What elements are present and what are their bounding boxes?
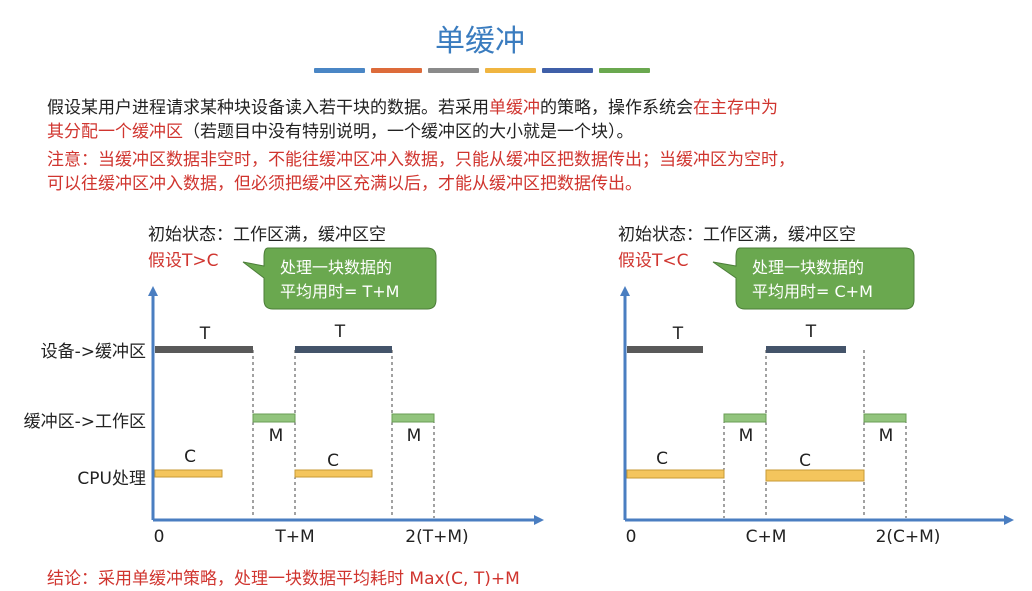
- left-bar-buffer-1: [252, 413, 296, 423]
- right-label-c2: C: [799, 451, 811, 471]
- stripe-2: [371, 68, 422, 73]
- right-tick-1: C+M: [746, 527, 787, 547]
- right-label-m2: M: [879, 426, 894, 446]
- intro-text-2: 的策略，操作系统会: [540, 98, 693, 118]
- intro-highlight-main-memory: 在主存中为: [693, 98, 778, 118]
- intro-highlight-single-buffer: 单缓冲: [489, 98, 540, 118]
- right-label-m1: M: [739, 426, 754, 446]
- left-callout-line-2: 平均用时= T+M: [280, 282, 399, 301]
- right-callout-line-2: 平均用时= C+M: [752, 282, 873, 301]
- row-label-cpu: CPU处理: [77, 469, 146, 489]
- right-initial-state: 初始状态：工作区满，缓冲区空: [618, 225, 856, 245]
- right-diagram: 初始状态：工作区满，缓冲区空 假设T<C 处理一块数据的 平均用时= C+M T…: [618, 225, 1014, 547]
- right-label-c1: C: [656, 449, 668, 469]
- intro-text-3: （若题目中没有特别说明，一个缓冲区的大小就是一个块）。: [183, 122, 634, 142]
- left-bar-device-2: [295, 346, 392, 353]
- right-bar-device-1: [627, 346, 703, 353]
- left-bar-cpu-1: [154, 469, 223, 478]
- right-assumption: 假设T<C: [618, 251, 689, 271]
- right-bar-buffer-2: [863, 413, 907, 423]
- note-line-1: 注意：当缓冲区数据非空时，不能往缓冲区冲入数据，只能从缓冲区把数据传出；当缓冲区…: [47, 150, 795, 170]
- left-diagram: 初始状态：工作区满，缓冲区空 假设T>C 处理一块数据的 平均用时= T+M T…: [148, 225, 544, 547]
- note-paragraph: 注意：当缓冲区数据非空时，不能往缓冲区冲入数据，只能从缓冲区把数据传出；当缓冲区…: [47, 148, 1007, 196]
- left-tick-1: T+M: [274, 527, 314, 547]
- conclusion: 结论：采用单缓冲策略，处理一块数据平均耗时 Max(C, T)+M: [47, 569, 520, 589]
- stripe-1: [314, 68, 365, 73]
- left-label-t2: T: [334, 322, 346, 342]
- right-callout: 处理一块数据的 平均用时= C+M: [712, 247, 915, 310]
- left-bar-device-1: [155, 346, 253, 353]
- row-label-device-to-buffer: 设备->缓冲区: [41, 342, 146, 362]
- left-callout: 处理一块数据的 平均用时= T+M: [242, 247, 437, 310]
- left-initial-state: 初始状态：工作区满，缓冲区空: [148, 225, 386, 245]
- left-tick-2: 2(T+M): [405, 527, 468, 547]
- right-label-t1: T: [672, 324, 684, 344]
- note-line-2: 可以往缓冲区冲入数据，但必须把缓冲区充满以后，才能从缓冲区把数据传出。: [47, 174, 642, 194]
- right-callout-line-1: 处理一块数据的: [752, 258, 864, 277]
- row-label-buffer-to-work: 缓冲区->工作区: [24, 412, 146, 432]
- left-tick-0: 0: [154, 527, 165, 547]
- right-tick-2: 2(C+M): [876, 527, 941, 547]
- left-callout-line-1: 处理一块数据的: [280, 258, 392, 277]
- left-label-c1: C: [184, 447, 196, 467]
- right-label-t2: T: [805, 322, 817, 342]
- right-bar-buffer-1: [723, 413, 767, 423]
- left-label-m2: M: [407, 426, 422, 446]
- stripe-5: [542, 68, 593, 73]
- left-assumption: 假设T>C: [148, 251, 219, 271]
- right-bar-cpu-1: [626, 469, 725, 479]
- intro-paragraph: 假设某用户进程请求某种块设备读入若干块的数据。若采用单缓冲的策略，操作系统会在主…: [47, 96, 1007, 144]
- stripe-6: [599, 68, 650, 73]
- left-label-c2: C: [327, 451, 339, 471]
- left-bar-buffer-2: [391, 413, 435, 423]
- right-bar-cpu-2: [765, 469, 865, 482]
- stripe-3: [428, 68, 479, 73]
- intro-highlight-allocate: 其分配一个缓冲区: [47, 122, 183, 142]
- page-title: 单缓冲: [435, 24, 525, 59]
- left-label-t1: T: [199, 324, 211, 344]
- intro-text-1: 假设某用户进程请求某种块设备读入若干块的数据。若采用: [47, 98, 489, 118]
- right-tick-0: 0: [626, 527, 637, 547]
- left-label-m1: M: [269, 426, 284, 446]
- right-bar-device-2: [766, 346, 846, 353]
- stripe-4: [485, 68, 536, 73]
- left-bar-cpu-2: [294, 469, 373, 478]
